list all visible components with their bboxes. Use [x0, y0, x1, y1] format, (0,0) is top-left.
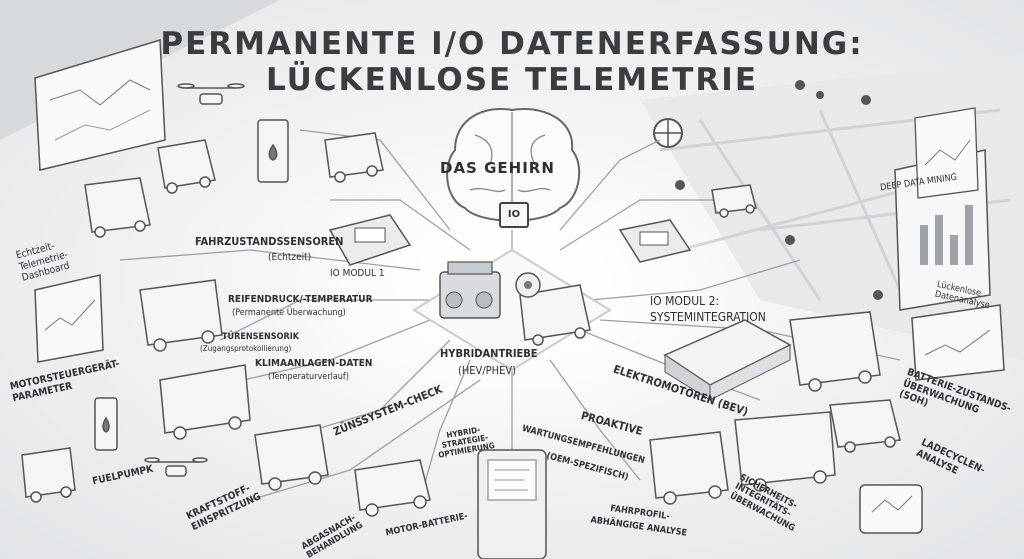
brain-icon: [446, 108, 581, 222]
drone-icons: [144, 83, 245, 477]
globe-grid: [654, 119, 682, 147]
drone-icon: [177, 83, 245, 105]
drone-icon: [144, 457, 208, 477]
label-tuerensensorik: TÜRENSENSORIK: [222, 332, 300, 342]
tablet-dashboard-left: [34, 274, 104, 363]
label-io-modul-1: IO MODUL 1: [330, 268, 385, 279]
car-icon: [829, 399, 901, 453]
label-fahrzustandssensoren: FAHRZUSTANDSSENSOREN: [195, 235, 344, 248]
io-module-1-icon: [328, 214, 412, 266]
van-icon: [84, 177, 151, 238]
van-icon: [519, 284, 591, 346]
label-echtzeit: (Echtzeit): [268, 252, 312, 263]
label-systemintegration: SYSTEMINTEGRATION: [650, 310, 766, 324]
label-io-modul-2: IO MODUL 2:: [650, 294, 720, 308]
van-icon: [789, 311, 881, 392]
terminal-device-icon: [477, 449, 547, 559]
van-icon: [139, 279, 223, 352]
fuel-pump-icons: [94, 119, 289, 451]
tablet-right-icon: [911, 304, 1005, 381]
label-hev-phev: (HEV/PHEV): [458, 364, 516, 377]
brain-label: DAS GEHIRN: [440, 159, 555, 177]
van-icon: [254, 424, 329, 491]
truck-icon: [159, 364, 251, 440]
tablet-dashboard-top-left: [34, 39, 166, 171]
io-module-2-icon: [618, 219, 692, 263]
map-pins: [675, 80, 883, 300]
label-temperaturverlauf: (Temperaturverlauf): [268, 372, 349, 382]
engine-icon: [439, 261, 501, 319]
label-klimaanlagen: KLIMAANLAGEN-DATEN: [255, 358, 373, 369]
van-icon: [324, 132, 384, 183]
car-icon: [354, 459, 431, 517]
van-icon: [649, 431, 729, 505]
label-zugangsprotokollierung: (Zugangsprotokollierung): [200, 344, 292, 353]
gear-icon: [515, 272, 541, 298]
van-icon: [157, 139, 216, 194]
label-permanente-ueberwachung: (Permanente Überwachung): [232, 308, 346, 318]
truck-icon: [734, 411, 836, 492]
label-reifendruck: REIFENDRUCK/-TEMPERATUR: [228, 294, 373, 305]
tablet-top-right-icon: [914, 107, 979, 199]
vehicle-group: [21, 132, 901, 517]
page-title-line-2: LÜCKENLOSE TELEMETRIE: [265, 62, 758, 98]
page-title-line-1: PERMANENTE I/O DATENERFASSUNG:: [160, 26, 864, 62]
battery-pack-icon: [663, 319, 792, 401]
tablet-bottom-right-icon: [859, 484, 923, 534]
car-icon: [711, 184, 757, 218]
label-hybridantriebe: HYBRIDANTRIEBE: [440, 347, 538, 360]
truck-icon: [21, 447, 76, 503]
io-chip-label: IO: [499, 202, 529, 228]
